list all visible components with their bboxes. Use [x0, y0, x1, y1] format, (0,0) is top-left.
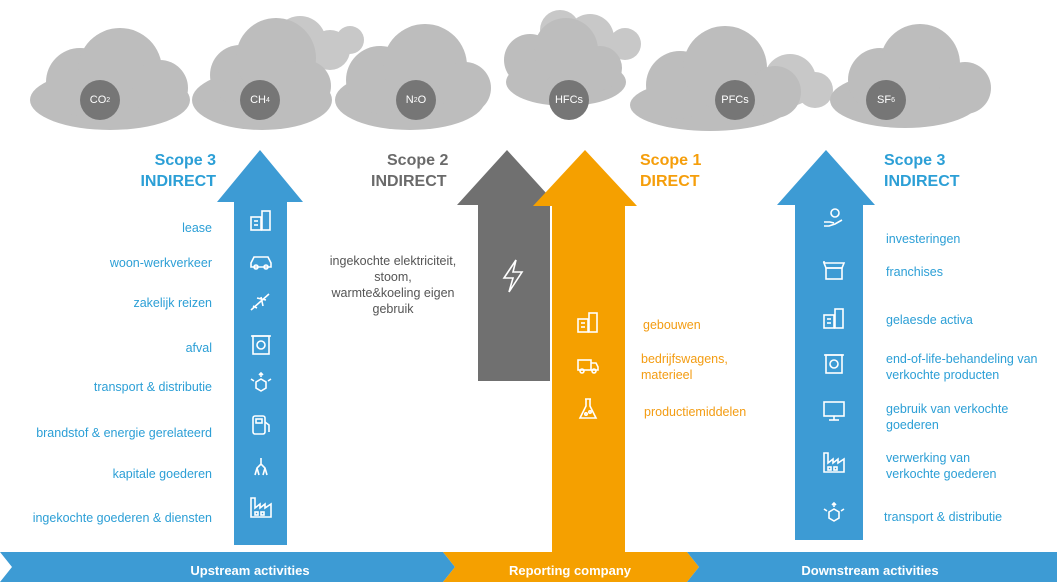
recycle-bin-icon — [251, 335, 271, 355]
upstream-bar — [0, 552, 455, 582]
downstream-item-line: end-of-life-behandeling van — [886, 352, 1038, 366]
buildings-icon — [577, 312, 598, 333]
scope-label: Scope 3 — [154, 152, 216, 169]
gas-pfcs: PFCs — [715, 80, 755, 120]
scope2-line: gebruik — [372, 302, 414, 316]
scope-type: DIRECT — [640, 173, 700, 190]
downstream-item: verwerking van verkochte goederen — [886, 450, 997, 482]
claw-icon — [254, 458, 268, 476]
scope-type: INDIRECT — [140, 173, 216, 190]
scope3-upstream-heading: Scope 3 INDIRECT — [126, 150, 216, 192]
downstream-activities-label: Downstream activities — [801, 563, 939, 578]
plane-icon — [250, 293, 270, 311]
scope1-item-line: materieel — [641, 368, 693, 382]
downstream-arrow — [777, 150, 875, 540]
downstream-item-line: verkochte goederen — [886, 467, 997, 481]
scope-type: INDIRECT — [371, 173, 447, 190]
downstream-item-line: verkochte producten — [886, 368, 1000, 382]
downstream-item: investeringen — [886, 232, 961, 246]
downstream-item: end-of-life-behandeling van verkochte pr… — [886, 351, 1038, 383]
downstream-item: gelaesde activa — [886, 313, 973, 327]
upstream-item: woon-werkverkeer — [109, 256, 212, 270]
cloud — [830, 24, 991, 128]
downstream-item-line: verwerking van — [886, 451, 971, 465]
scope1-item-line: bedrijfswagens, — [641, 352, 728, 366]
scope3-downstream-heading: Scope 3 INDIRECT — [884, 150, 984, 192]
upstream-item: brandstof & energie gerelateerd — [36, 426, 212, 440]
scope-label: Scope 3 — [884, 152, 946, 169]
scope2-line: ingekochte elektriciteit, — [329, 254, 457, 268]
buildings-icon — [250, 210, 271, 231]
scope2-line: stoom, — [374, 270, 412, 284]
scope2-heading: Scope 2 INDIRECT — [371, 150, 471, 192]
scope1-item: productiemiddelen — [644, 405, 747, 419]
monitor-icon — [823, 401, 845, 421]
scope1-arrow — [533, 150, 637, 558]
scope1-item: gebouwen — [643, 318, 701, 332]
scope2-description: ingekochte elektriciteit, stoom, warmte&… — [318, 253, 468, 317]
scope-label: Scope 1 — [640, 152, 702, 169]
reporting-bar — [443, 552, 699, 582]
fuel-pump-icon — [252, 415, 270, 435]
package-arrows-icon — [250, 371, 272, 392]
upstream-item: kapitale goederen — [112, 467, 212, 481]
scope1-heading: Scope 1 DIRECT — [640, 150, 730, 192]
upstream-item: ingekochte goederen & diensten — [32, 511, 212, 525]
gas-hfcs: HFCs — [549, 80, 589, 120]
hand-coin-icon — [824, 208, 843, 227]
truck-icon — [577, 359, 599, 374]
upstream-item: afval — [185, 341, 212, 355]
reporting-company-label: Reporting company — [508, 563, 632, 578]
car-icon — [250, 256, 272, 270]
downstream-item: franchises — [886, 265, 943, 279]
buildings-icon — [823, 308, 844, 329]
upstream-item: zakelijk reizen — [133, 296, 212, 310]
cloud-group — [30, 10, 991, 131]
recycle-bin-icon — [824, 354, 844, 374]
upstream-item: transport & distributie — [93, 380, 212, 394]
downstream-bar — [687, 552, 1057, 582]
scope2-arrow — [457, 150, 557, 381]
factory-icon — [250, 497, 272, 518]
cloud — [630, 26, 801, 131]
scope2-line: warmte&koeling eigen — [331, 286, 455, 300]
upstream-item: lease — [182, 221, 212, 235]
scope1-item: bedrijfswagens, materieel — [641, 351, 728, 383]
downstream-item-line: goederen — [886, 418, 939, 432]
downstream-item-line: gebruik van verkochte — [886, 402, 1009, 416]
upstream-activities-label: Upstream activities — [190, 563, 310, 578]
scope-label: Scope 2 — [387, 152, 449, 169]
scope-type: INDIRECT — [884, 173, 960, 190]
downstream-item: gebruik van verkochte goederen — [886, 401, 1008, 433]
downstream-item: transport & distributie — [884, 510, 1003, 524]
factory-icon — [823, 452, 845, 473]
lightning-icon — [502, 259, 524, 293]
storefront-icon — [822, 261, 846, 280]
package-arrows-icon — [823, 501, 845, 522]
flask-icon — [578, 398, 598, 419]
upstream-arrow — [217, 150, 303, 545]
